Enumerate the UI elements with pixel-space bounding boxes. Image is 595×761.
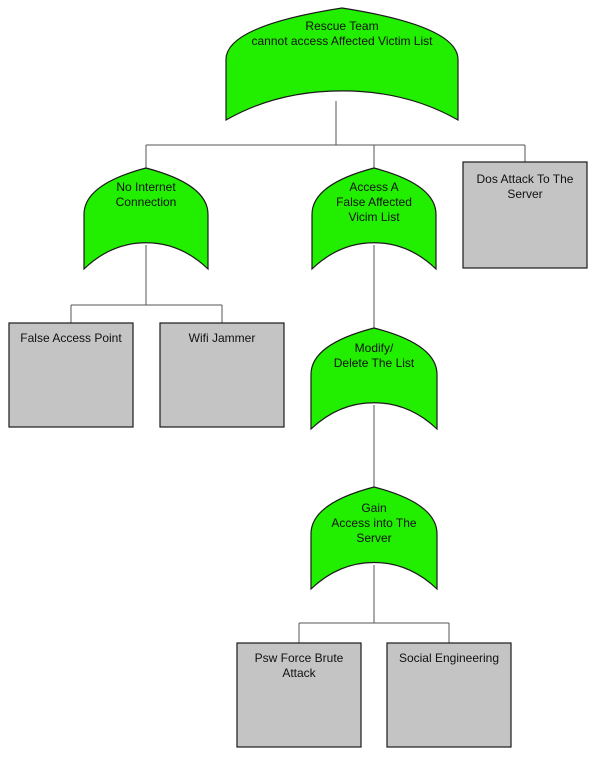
false-list-gate-label: Access A False Affected Vicim List xyxy=(336,180,412,224)
no-internet-gate-label: No Internet Connection xyxy=(115,180,177,209)
dos-event xyxy=(462,161,588,269)
brute-force-label: Psw Force Brute Attack xyxy=(254,651,344,680)
node-shapes xyxy=(8,7,588,748)
modify-gate-label: Modify/ Delete The List xyxy=(333,341,415,370)
gain-access-gate xyxy=(310,486,438,591)
social-eng-event xyxy=(386,642,512,748)
modify-gate xyxy=(310,327,438,431)
social-engineering-label: Social Engineering xyxy=(398,651,500,665)
brute-force-event xyxy=(236,642,362,748)
root-gate-label: Rescue Team cannot access Affected Victi… xyxy=(251,19,433,48)
gain-access-gate-label: Gain Access into The Server xyxy=(331,501,417,545)
false-ap-event xyxy=(8,322,134,428)
dos-attack-label: Dos Attack To The Server xyxy=(476,172,574,201)
root-gate xyxy=(225,7,459,122)
wifi-jammer-label: Wifi Jammer xyxy=(188,331,256,345)
connector-lines xyxy=(70,101,526,643)
false-list-gate xyxy=(311,167,437,271)
no-internet-gate xyxy=(83,167,209,271)
false-access-point-label: False Access Point xyxy=(20,331,122,345)
wifi-jammer-event xyxy=(159,322,285,428)
